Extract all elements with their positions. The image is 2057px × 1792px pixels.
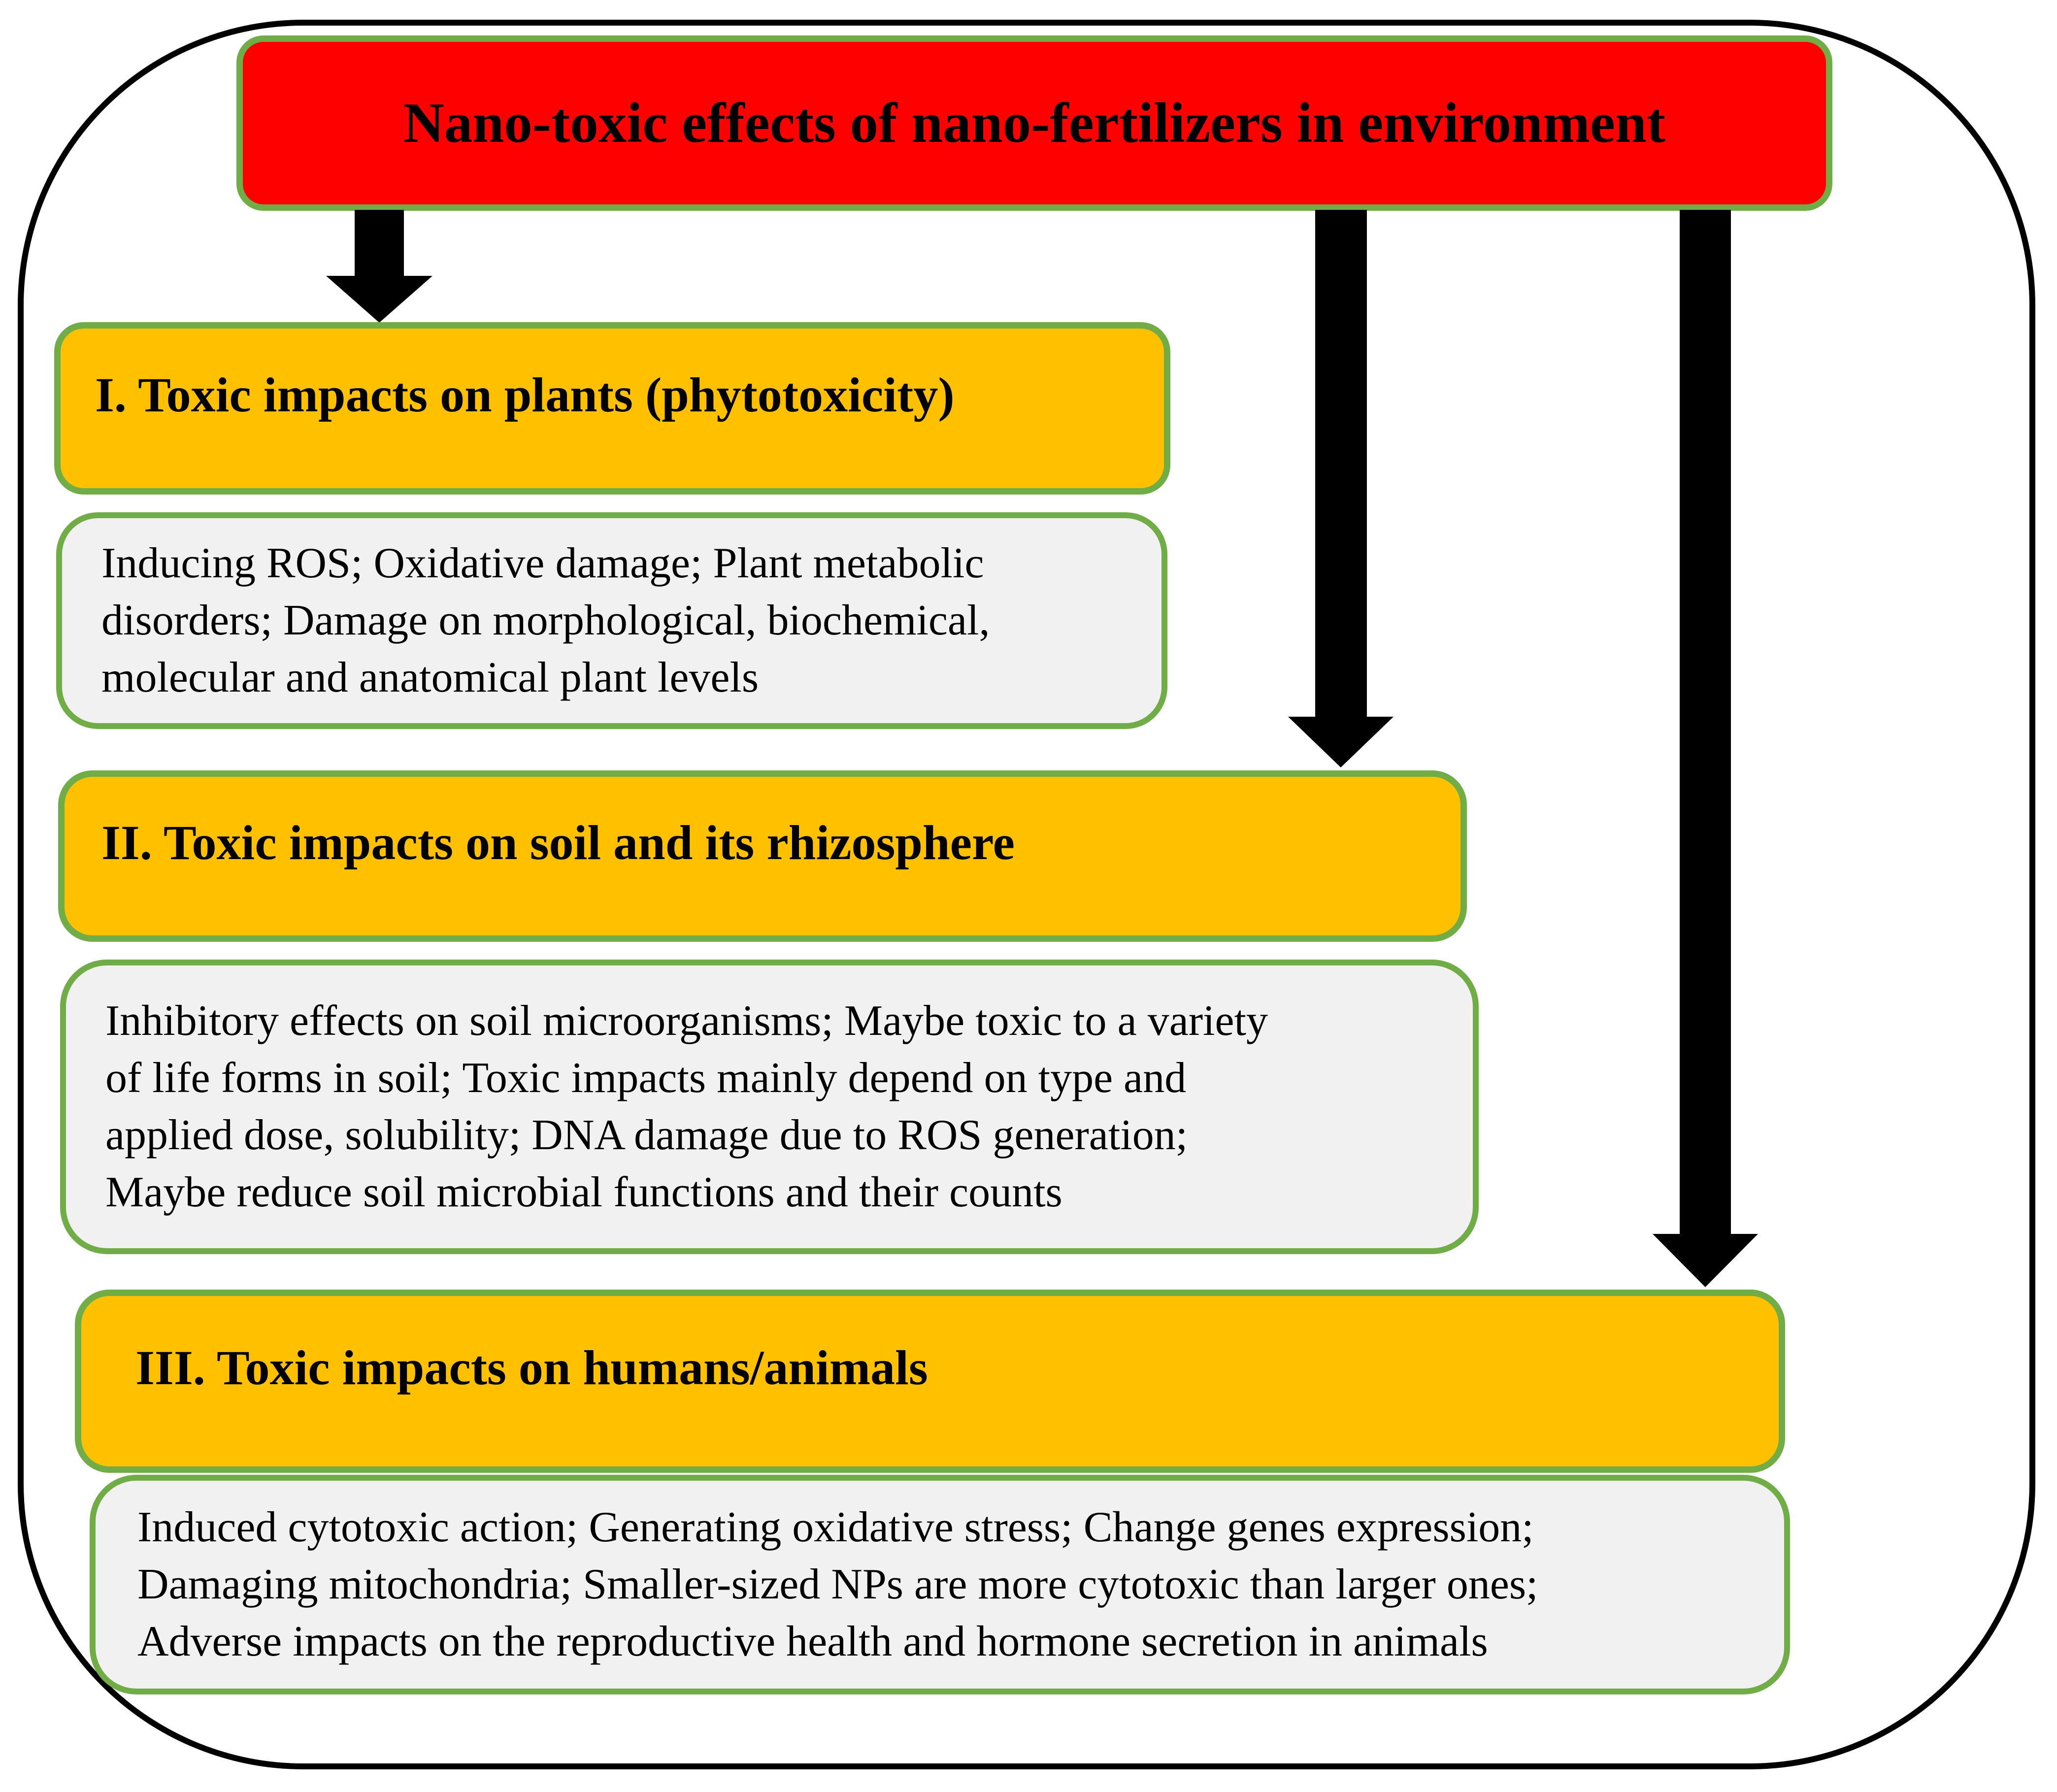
detail-line: Adverse impacts on the reproductive heal…	[137, 1618, 1488, 1665]
detail-line: molecular and anatomical plant levels	[101, 654, 759, 701]
detail-line: Maybe reduce soil microbial functions an…	[105, 1168, 1062, 1216]
section-soil-heading: II. Toxic impacts on soil and its rhizos…	[101, 815, 1015, 870]
detail-line: Induced cytotoxic action; Generating oxi…	[137, 1503, 1534, 1551]
detail-line: applied dose, solubility; DNA damage due…	[105, 1111, 1188, 1159]
arrow-down-head-to-plants	[326, 276, 432, 323]
section-soil-heading-box: II. Toxic impacts on soil and its rhizos…	[58, 770, 1467, 942]
arrow-down-head-to-humans	[1653, 1234, 1758, 1287]
section-humans-heading: III. Toxic impacts on humans/animals	[135, 1340, 928, 1395]
section-plants-heading: I. Toxic impacts on plants (phytotoxicit…	[95, 367, 955, 422]
section-humans-details-box: Induced cytotoxic action; Generating oxi…	[90, 1475, 1790, 1694]
diagram-title: Nano-toxic effects of nano-fertilizers i…	[403, 92, 1666, 154]
arrow-down-head-to-soil	[1288, 717, 1393, 767]
detail-line: disorders; Damage on morphological, bioc…	[101, 597, 990, 644]
detail-line: Inducing ROS; Oxidative damage; Plant me…	[101, 539, 984, 587]
detail-line: of life forms in soil; Toxic impacts mai…	[105, 1054, 1187, 1102]
section-soil-details-box: Inhibitory effects on soil microorganism…	[60, 960, 1479, 1254]
detail-line: Inhibitory effects on soil microorganism…	[105, 997, 1268, 1045]
outer-rounded-frame	[18, 20, 2035, 1769]
arrow-down-shaft-to-plants	[355, 210, 404, 276]
section-plants-details-box: Inducing ROS; Oxidative damage; Plant me…	[56, 512, 1167, 729]
section-humans-heading-box: III. Toxic impacts on humans/animals	[75, 1290, 1785, 1473]
section-plants-heading-box: I. Toxic impacts on plants (phytotoxicit…	[54, 322, 1170, 495]
arrow-down-shaft-to-humans	[1680, 210, 1731, 1234]
detail-line: Damaging mitochondria; Smaller-sized NPs…	[137, 1560, 1538, 1608]
arrow-down-shaft-to-soil	[1315, 210, 1367, 717]
title-box: Nano-toxic effects of nano-fertilizers i…	[236, 35, 1832, 211]
